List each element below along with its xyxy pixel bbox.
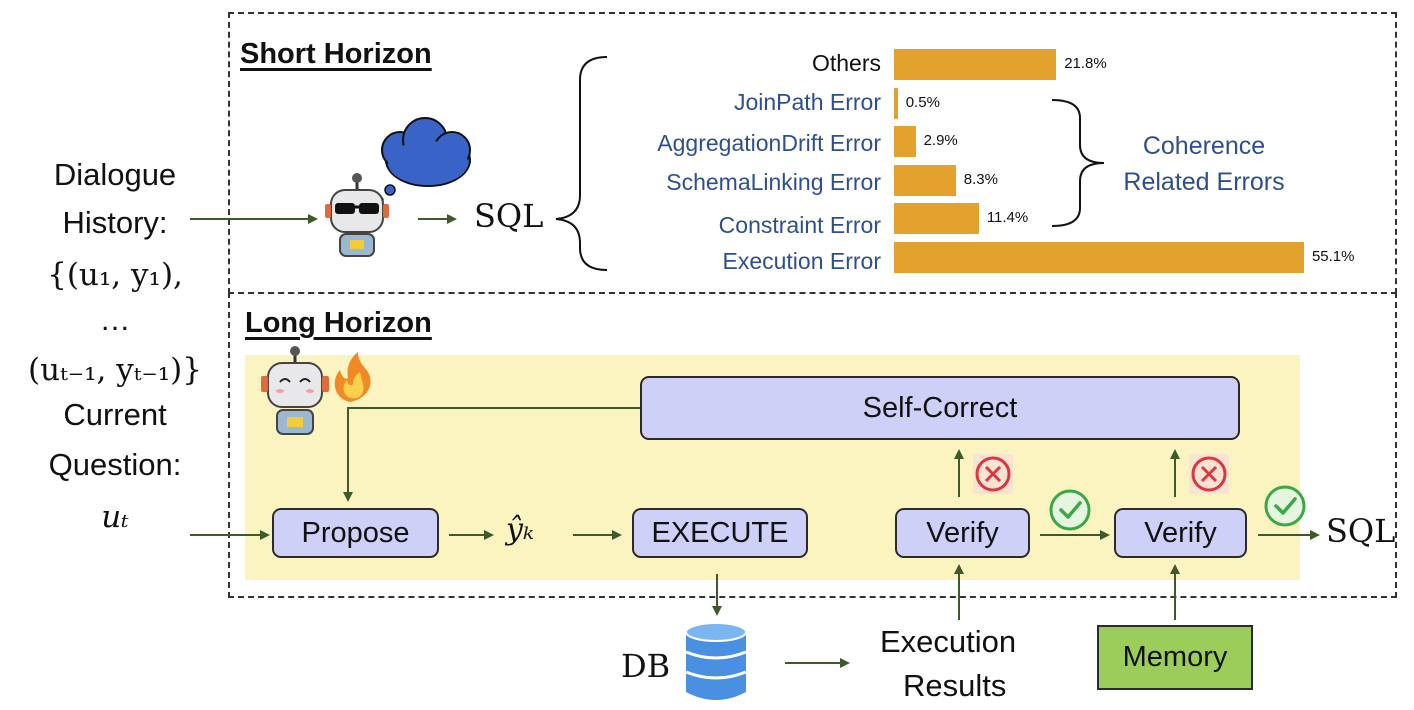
error-label-others: Others <box>811 50 881 76</box>
bar-constraint <box>894 203 979 234</box>
error-label-constraint: Constraint Error <box>718 212 881 238</box>
pct-aggregationdrift: 2.9% <box>923 132 958 149</box>
history-label: History: <box>62 205 168 240</box>
error-brace <box>555 56 608 271</box>
memory-node: Memory <box>1097 625 1253 690</box>
question-label: Question: <box>48 447 182 482</box>
verify-node-2: Verify <box>1114 508 1247 558</box>
current-label: Current <box>63 397 167 432</box>
robot-sunglasses-icon <box>325 173 389 257</box>
error-label-schemalinking: SchemaLinking Error <box>666 169 881 195</box>
bar-execution <box>894 242 1304 273</box>
bar-schemalinking <box>894 165 956 196</box>
bar-aggregationdrift <box>894 126 916 157</box>
verify-node-1: Verify <box>895 508 1030 558</box>
database-icon <box>685 622 747 700</box>
execution-results-line2: Results <box>903 668 1007 703</box>
error-label-execution: Execution Error <box>722 248 881 274</box>
candidate-sql-symbol: ŷₖ <box>506 512 534 547</box>
dialogue-label: Dialogue <box>53 157 177 192</box>
pct-joinpath: 0.5% <box>905 94 940 111</box>
pct-others: 21.8% <box>1064 55 1107 72</box>
execute-node: EXECUTE <box>632 508 808 558</box>
long-horizon-frame <box>228 292 1397 598</box>
flow-arrows <box>190 214 1320 668</box>
check-icon-1 <box>1049 489 1091 531</box>
current-question-symbol: uₜ <box>101 499 129 535</box>
execution-results-line1: Execution <box>880 624 1017 659</box>
coherence-brace <box>1051 99 1105 227</box>
bar-joinpath <box>894 88 898 119</box>
thought-cloud-icon <box>376 117 471 204</box>
history-last-pair: (uₜ₋₁, yₜ₋₁)} <box>28 352 202 388</box>
history-ellipsis: … <box>99 302 131 337</box>
cross-icon-2 <box>1189 454 1229 494</box>
final-sql-output: SQL <box>1326 512 1396 550</box>
error-label-aggregationdrift: AggregationDrift Error <box>657 130 881 156</box>
short-horizon-title: Short Horizon <box>240 38 432 70</box>
bar-others <box>894 49 1057 80</box>
pct-schemalinking: 8.3% <box>963 171 998 188</box>
check-icon-2 <box>1264 485 1306 527</box>
fire-icon <box>334 352 371 402</box>
long-horizon-title: Long Horizon <box>245 307 432 339</box>
coherence-label-line1: Coherence <box>1142 132 1266 160</box>
pct-execution: 55.1% <box>1311 248 1355 265</box>
db-label: DB <box>621 647 671 685</box>
self-correct-node: Self-Correct <box>640 376 1240 440</box>
history-first-pair: {(u₁, y₁), <box>47 257 183 293</box>
cross-icon-1 <box>973 454 1013 494</box>
short-sql-output: SQL <box>474 197 544 235</box>
error-label-joinpath: JoinPath Error <box>733 89 881 115</box>
pct-constraint: 11.4% <box>986 209 1029 226</box>
coherence-label-line2: Related Errors <box>1123 168 1285 196</box>
robot-happy-icon <box>261 346 329 435</box>
propose-node: Propose <box>272 508 439 558</box>
